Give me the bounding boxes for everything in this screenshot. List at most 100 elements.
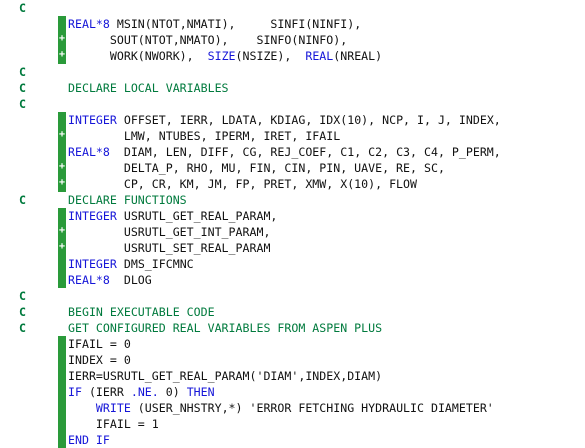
code-text: SOUT(NTOT,NMATO), SINFO(NINFO),	[68, 32, 347, 48]
change-bar	[58, 208, 66, 224]
code-text: IERR=USRUTL_GET_REAL_PARAM('DIAM',INDEX,…	[68, 368, 382, 384]
code-text: USRUTL_SET_REAL_PARAM	[68, 240, 271, 256]
comment-text: GET CONFIGURED REAL VARIABLES FROM ASPEN…	[68, 321, 383, 335]
code-line[interactable]: + USRUTL_GET_INT_PARAM,	[0, 224, 585, 240]
continuation-marker: +	[58, 240, 66, 256]
code-line[interactable]: INDEX = 0	[0, 352, 585, 368]
code-line[interactable]: IF (IERR .NE. 0) THEN	[0, 384, 585, 400]
continuation-marker: +	[58, 224, 66, 240]
code-line[interactable]: C	[0, 288, 585, 304]
code-token: DELTA_P, RHO, MU, FIN, CIN, PIN, UAVE, R…	[68, 161, 445, 175]
code-line[interactable]: C	[0, 64, 585, 80]
code-line[interactable]: WRITE (USER_NHSTRY,*) 'ERROR FETCHING HY…	[0, 400, 585, 416]
code-token: MSIN(NTOT,NMATI), SINFI(NINFI),	[109, 17, 362, 31]
keyword-token: END IF	[68, 433, 110, 447]
code-text: LMW, NTUBES, IPERM, IRET, IFAIL	[68, 128, 340, 144]
code-line[interactable]: C GET CONFIGURED REAL VARIABLES FROM ASPE…	[0, 320, 585, 336]
change-bar	[58, 336, 66, 352]
code-token: USRUTL_GET_REAL_PARAM,	[116, 209, 278, 223]
code-token: (IERR	[81, 385, 131, 399]
comment-marker: C	[19, 321, 26, 335]
code-token: (NSIZE),	[235, 49, 306, 63]
code-text: USRUTL_GET_INT_PARAM,	[68, 224, 271, 240]
change-bar	[58, 144, 66, 160]
code-token: IFAIL = 0	[68, 337, 131, 351]
code-line[interactable]: INTEGER DMS_IFCMNC	[0, 256, 585, 272]
code-token: WORK(NWORK),	[68, 49, 208, 63]
code-token: IERR=USRUTL_GET_REAL_PARAM('DIAM',INDEX,…	[68, 369, 383, 383]
code-text: CP, CR, KM, JM, FP, PRET, XMW, X(10), FL…	[68, 176, 417, 192]
code-token: DIAM, LEN, DIFF, CG, REJ_COEF, C1, C2, C…	[109, 145, 501, 159]
change-bar	[58, 384, 66, 400]
code-text: GET CONFIGURED REAL VARIABLES FROM ASPEN…	[68, 320, 382, 336]
code-token: SOUT(NTOT,NMATO), SINFO(NINFO),	[68, 33, 348, 47]
code-line[interactable]: INTEGER USRUTL_GET_REAL_PARAM,	[0, 208, 585, 224]
code-line[interactable]: + DELTA_P, RHO, MU, FIN, CIN, PIN, UAVE,…	[0, 160, 585, 176]
code-line[interactable]: REAL*8 DIAM, LEN, DIFF, CG, REJ_COEF, C1…	[0, 144, 585, 160]
code-line[interactable]: C DECLARE LOCAL VARIABLES	[0, 80, 585, 96]
code-text: IFAIL = 0	[68, 336, 131, 352]
change-bar	[58, 432, 66, 448]
code-text: REAL*8 DLOG	[68, 272, 152, 288]
code-line[interactable]: + USRUTL_SET_REAL_PARAM	[0, 240, 585, 256]
code-line[interactable]: IERR=USRUTL_GET_REAL_PARAM('DIAM',INDEX,…	[0, 368, 585, 384]
code-token: (NREAL)	[333, 49, 383, 63]
code-text: END IF	[68, 432, 110, 448]
keyword-token: INTEGER	[68, 113, 117, 127]
comment-marker: C	[19, 65, 26, 79]
continuation-marker: +	[58, 48, 66, 64]
code-text: WRITE (USER_NHSTRY,*) 'ERROR FETCHING HY…	[68, 400, 494, 416]
code-line[interactable]: REAL*8 MSIN(NTOT,NMATI), SINFI(NINFI),	[0, 16, 585, 32]
code-text: INDEX = 0	[68, 352, 131, 368]
code-token: (USER_NHSTRY,*) 'ERROR FETCHING HYDRAULI…	[130, 401, 494, 415]
code-text: DECLARE LOCAL VARIABLES	[68, 80, 229, 96]
comment-text: DECLARE LOCAL VARIABLES	[68, 81, 229, 95]
comment-marker: C	[19, 1, 26, 15]
keyword-token: REAL	[305, 49, 334, 63]
comment-text: BEGIN EXECUTABLE CODE	[68, 305, 215, 319]
code-line[interactable]: IFAIL = 0	[0, 336, 585, 352]
code-text: IF (IERR .NE. 0) THEN	[68, 384, 215, 400]
code-line[interactable]: END IF	[0, 432, 585, 448]
code-token: OFFSET, IERR, LDATA, KDIAG, IDX(10), NCP…	[116, 113, 501, 127]
code-token: CP, CR, KM, JM, FP, PRET, XMW, X(10), FL…	[68, 177, 418, 191]
code-line[interactable]: INTEGER OFFSET, IERR, LDATA, KDIAG, IDX(…	[0, 112, 585, 128]
keyword-token: .NE.	[130, 385, 159, 399]
code-line[interactable]: + WORK(NWORK), SIZE(NSIZE), REAL(NREAL)	[0, 48, 585, 64]
code-token: LMW, NTUBES, IPERM, IRET, IFAIL	[68, 129, 341, 143]
code-line[interactable]: IFAIL = 1	[0, 416, 585, 432]
keyword-token: INTEGER	[68, 209, 117, 223]
keyword-token: THEN	[186, 385, 215, 399]
comment-marker: C	[19, 193, 26, 207]
code-line[interactable]: + CP, CR, KM, JM, FP, PRET, XMW, X(10), …	[0, 176, 585, 192]
continuation-marker: +	[58, 160, 66, 176]
code-token: IFAIL = 1	[68, 417, 159, 431]
code-line[interactable]: + SOUT(NTOT,NMATO), SINFO(NINFO),	[0, 32, 585, 48]
change-bar	[58, 112, 66, 128]
code-text: BEGIN EXECUTABLE CODE	[68, 304, 215, 320]
comment-marker: C	[19, 97, 26, 111]
change-bar	[58, 272, 66, 288]
code-line[interactable]: C	[0, 96, 585, 112]
code-text: REAL*8 MSIN(NTOT,NMATI), SINFI(NINFI),	[68, 16, 361, 32]
code-text: INTEGER DMS_IFCMNC	[68, 256, 194, 272]
keyword-token: REAL*8	[68, 273, 110, 287]
code-token: DLOG	[109, 273, 152, 287]
code-text: WORK(NWORK), SIZE(NSIZE), REAL(NREAL)	[68, 48, 382, 64]
keyword-token: REAL*8	[68, 145, 110, 159]
code-token: USRUTL_GET_INT_PARAM,	[68, 225, 271, 239]
code-line[interactable]: REAL*8 DLOG	[0, 272, 585, 288]
change-bar	[58, 400, 66, 416]
continuation-marker: +	[58, 128, 66, 144]
code-line[interactable]: C	[0, 0, 585, 16]
code-line[interactable]: + LMW, NTUBES, IPERM, IRET, IFAIL	[0, 128, 585, 144]
change-bar	[58, 368, 66, 384]
keyword-token: WRITE	[95, 401, 131, 415]
code-token	[68, 401, 96, 415]
change-bar	[58, 256, 66, 272]
comment-marker: C	[19, 81, 26, 95]
code-token: USRUTL_SET_REAL_PARAM	[68, 241, 271, 255]
